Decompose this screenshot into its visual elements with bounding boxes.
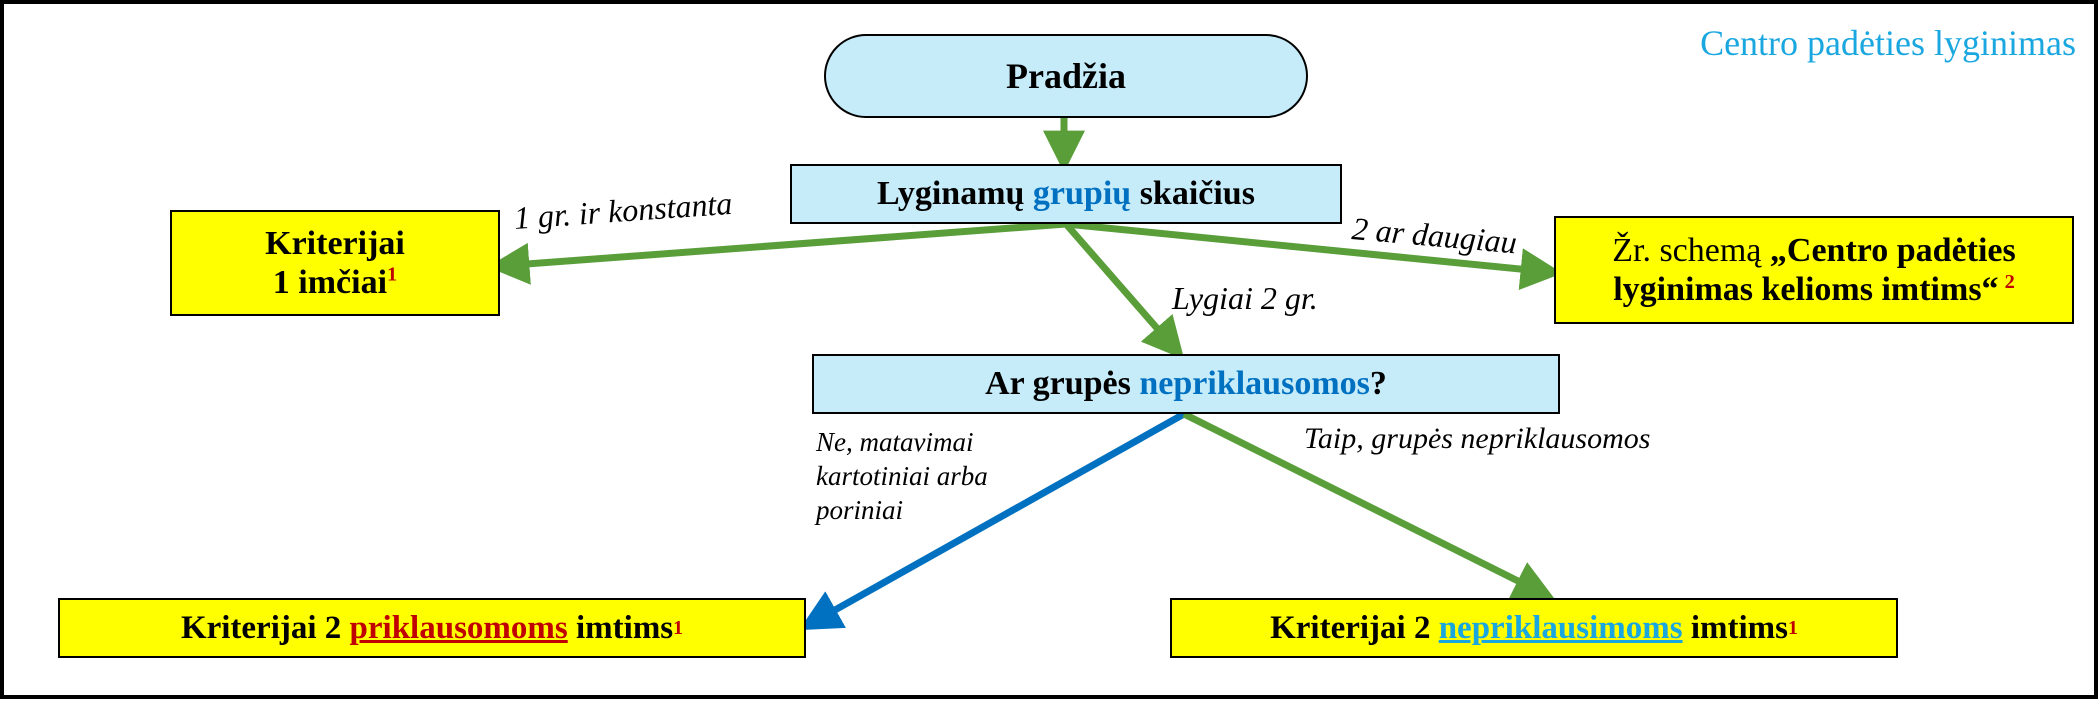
independent-before: Kriterijai 2 — [1270, 609, 1439, 646]
dependent-after: imtims — [567, 609, 674, 646]
arrows-layer — [487, 118, 1563, 631]
dependent-before: Kriterijai 2 — [180, 609, 350, 646]
arrow-to-dependent-criteria — [799, 410, 1186, 631]
independent-keyword: nepriklausimoms — [1438, 609, 1683, 646]
see-scheme-line1-wrap: Žr. schemą „Centro padėties — [1612, 231, 2016, 270]
criteria-one-sample-node: Kriterijai 1 imčiai1 — [170, 210, 500, 316]
edge-label-exactly-two: Lygiai 2 gr. — [1172, 280, 1318, 316]
independent-after: imtims — [1682, 609, 1788, 646]
edge-label-no-line3: poriniai — [816, 494, 904, 525]
see-scheme-prefix: Žr. schemą — [1612, 231, 1770, 269]
independence-keyword: nepriklausomos — [1139, 365, 1370, 402]
start-node: Pradžia — [824, 34, 1308, 118]
group-count-keyword: grupių — [1032, 175, 1132, 212]
start-node-label: Pradžia — [1006, 56, 1126, 96]
arrow-to-one-sample — [487, 220, 1067, 285]
criteria-one-line2: 1 imčiai — [272, 264, 388, 301]
see-scheme-line2: lyginimas kelioms imtims“ — [1613, 271, 1999, 308]
edge-label-no-line1: Ne, matavimai — [816, 427, 974, 457]
arrow-to-independent-criteria — [1182, 410, 1556, 600]
edge-label-no: Ne, matavimai kartotiniai arba poriniai — [816, 426, 988, 527]
see-scheme-node: Žr. schemą „Centro padėties lyginimas ke… — [1554, 216, 2074, 324]
independence-question-node: Ar grupės nepriklausomos? — [812, 354, 1560, 414]
group-count-before: Lyginamų — [877, 175, 1033, 212]
arrow-to-multiple-samples — [1065, 220, 1563, 290]
see-scheme-line1: „Centro padėties — [1769, 231, 2016, 269]
independence-after: ? — [1369, 365, 1387, 402]
group-count-after: skaičius — [1131, 175, 1255, 212]
edge-label-no-line2: kartotiniai arba — [816, 460, 988, 491]
diagram-title: Centro padėties lyginimas — [1700, 23, 2076, 63]
independence-before: Ar grupės — [985, 365, 1140, 402]
arrow-to-independence-question — [1063, 221, 1185, 360]
edge-label-yes: Taip, grupės nepriklausomos — [1304, 422, 1651, 455]
group-count-node: Lyginamų grupių skaičius — [790, 164, 1342, 224]
footnote-marker: 2 — [2004, 270, 2015, 293]
criteria-one-line1: Kriterijai — [265, 224, 405, 262]
dependent-keyword: priklausomoms — [349, 609, 568, 646]
footnote-marker: 1 — [387, 263, 398, 286]
criteria-one-line2-wrap: 1 imčiai1 — [273, 263, 397, 302]
see-scheme-line2-wrap: lyginimas kelioms imtims“2 — [1613, 270, 2015, 309]
